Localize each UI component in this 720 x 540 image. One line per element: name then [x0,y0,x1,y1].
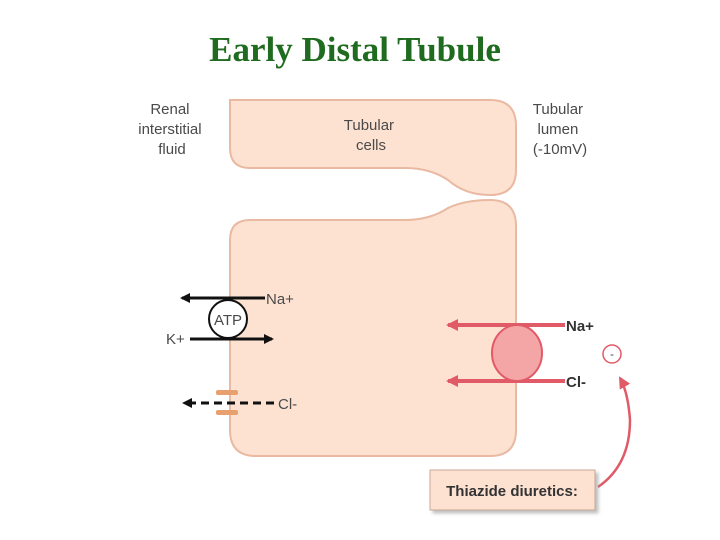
upper-tubular-cell [229,99,517,197]
page-title: Early Distal Tubule [209,30,501,69]
cl-channel-lower [216,410,238,415]
na-out-label: Na+ [266,291,294,308]
k-in-label: K+ [166,331,185,348]
tubular-cells-label: Tubular cells [344,117,398,154]
na-k-atpase-pump: ATP [180,293,274,344]
tubular-lumen-label: Tubular lumen (-10mV) [533,101,587,158]
thiazide-inhibition-arrow [597,376,632,489]
renal-interstitial-fluid-label: Renal interstitial fluid [138,101,206,158]
cotransporter-circle [491,324,543,382]
cl-out-label: Cl- [278,396,297,413]
thiazide-box: Thiazide diuretics: [429,469,596,511]
thiazide-label: Thiazide diuretics: [446,483,578,500]
na-lumen-label: Na+ [566,318,594,335]
atp-pump-circle [208,299,248,339]
cl-lumen-label: Cl- [566,374,586,391]
inhibition-marker [602,344,622,364]
cl-channel [182,390,274,415]
na-cl-cotransporter [446,319,565,387]
atp-label: ATP [214,312,242,329]
minus-sign: - [610,347,614,361]
lower-tubular-cell [229,198,517,457]
cl-channel-upper [216,390,238,395]
